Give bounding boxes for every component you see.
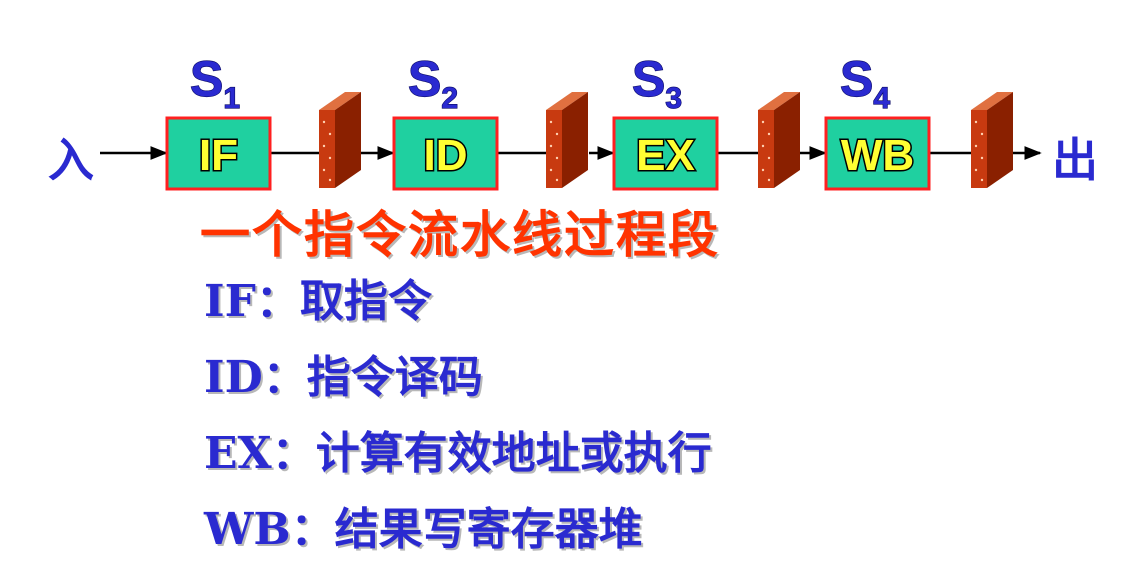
stage-label: S1: [190, 51, 240, 115]
legend-desc: 结果写寄存器堆: [334, 504, 643, 555]
stage-legend: IF：取指令 ID：指令译码 EX：计算有效地址或执行 WB：结果写寄存器堆: [204, 272, 712, 576]
legend-separator: ：: [262, 352, 307, 403]
pipeline-input-label: 入: [48, 133, 94, 187]
latch-4: [971, 92, 1013, 188]
legend-abbr: ID: [204, 352, 263, 403]
stage-if: IF S1: [165, 50, 272, 191]
stage-subscript: 1: [223, 82, 240, 115]
latch-2: [546, 92, 588, 188]
stage-box-label: ID: [424, 131, 468, 180]
legend-item-wb: WB：结果写寄存器堆: [204, 500, 712, 576]
legend-item-if: IF：取指令: [204, 272, 712, 348]
legend-separator: ：: [255, 276, 300, 327]
stage-subscript: 4: [873, 82, 890, 115]
legend-item-id: ID：指令译码: [204, 348, 712, 424]
stage-box: [165, 116, 272, 191]
stage-letter: S: [408, 51, 441, 107]
legend-abbr: IF: [204, 276, 256, 327]
pipeline-diagram: 入 出: [48, 50, 1098, 191]
stage-letter: S: [840, 51, 873, 107]
stage-letter: S: [632, 51, 665, 107]
stage-box: [392, 116, 499, 191]
stage-subscript: 3: [665, 82, 682, 115]
diagram-title: 一个指令流水线过程段: [200, 206, 720, 264]
stage-wb: WB S4: [824, 50, 931, 191]
stage-subscript: 2: [441, 82, 458, 115]
latch-1: [319, 92, 361, 188]
stage-label: S2: [408, 51, 458, 115]
pipeline-output-label: 出: [1052, 133, 1098, 187]
legend-separator: ：: [271, 428, 316, 479]
stage-letter: S: [190, 51, 223, 107]
legend-separator: ：: [290, 504, 335, 555]
stage-ex: EX S3: [612, 50, 719, 191]
legend-desc: 指令译码: [306, 352, 483, 403]
stage-box-label: IF: [199, 131, 238, 180]
legend-item-ex: EX：计算有效地址或执行: [204, 424, 712, 500]
stage-label: S3: [632, 51, 682, 115]
legend-desc: 取指令: [299, 276, 432, 327]
latch-3: [758, 92, 800, 188]
stage-id: ID S2: [392, 50, 499, 191]
stage-box: [612, 116, 719, 191]
stage-box-label: WB: [841, 131, 914, 180]
stage-label: S4: [840, 51, 890, 115]
legend-abbr: WB: [204, 504, 291, 555]
stage-box-label: EX: [636, 131, 695, 180]
pipeline-latches: [319, 92, 1013, 188]
legend-abbr: EX: [204, 428, 272, 479]
legend-desc: 计算有效地址或执行: [315, 428, 712, 479]
stage-box: [824, 116, 931, 191]
